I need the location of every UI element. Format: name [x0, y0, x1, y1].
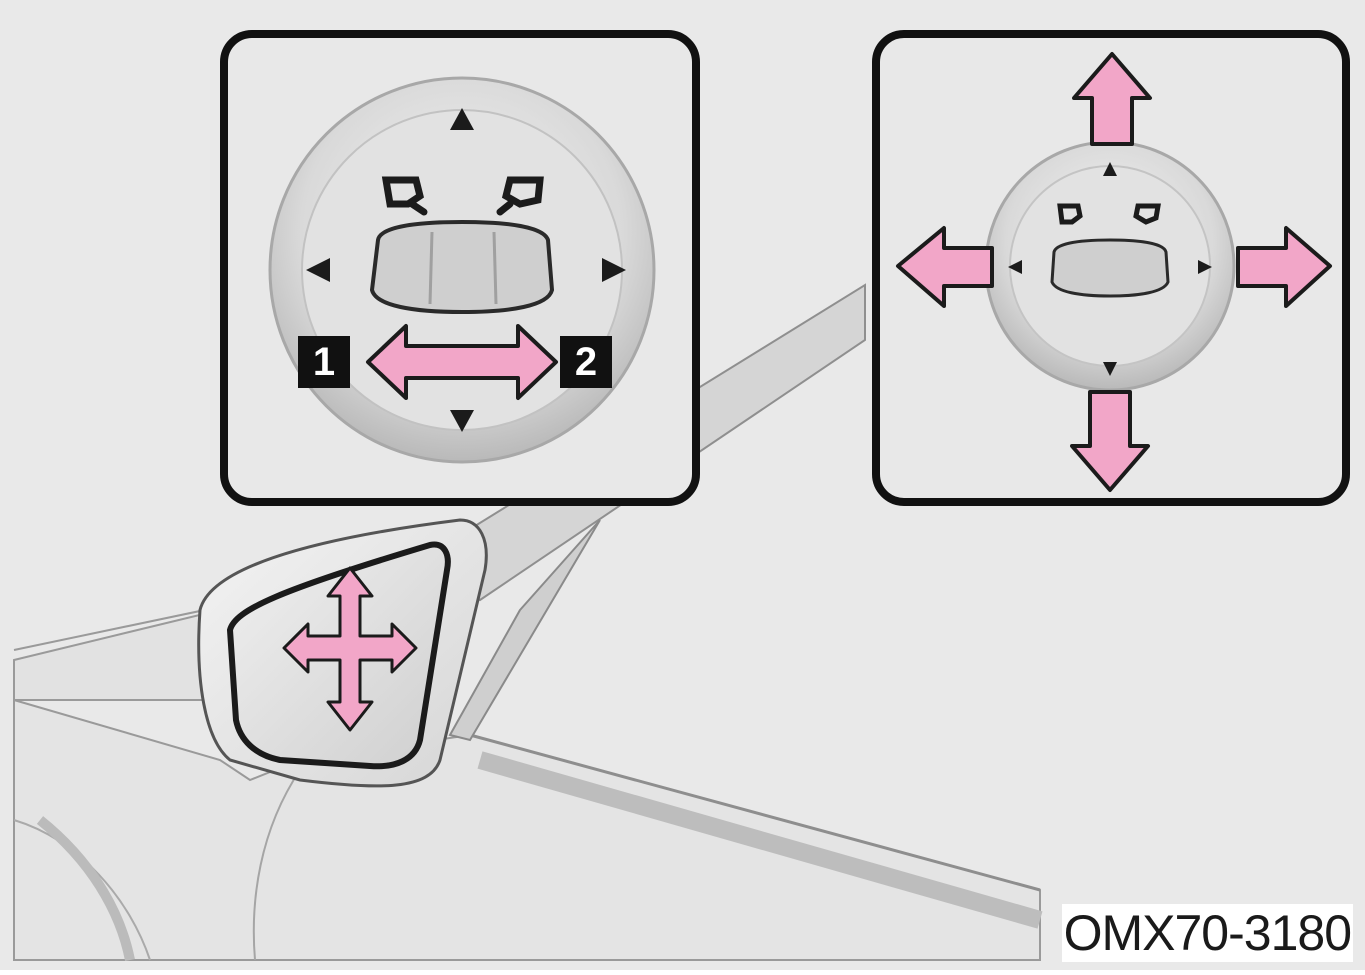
double-arrow-icon	[366, 324, 558, 400]
inset-direction-switch	[872, 30, 1350, 506]
arrow-left-icon	[896, 226, 994, 308]
figure-code: OMX70-3180	[1061, 904, 1353, 962]
callout-2: 2	[560, 336, 612, 388]
inset-selector-switch	[220, 30, 700, 506]
side-mirror	[197, 518, 488, 788]
right-mirror-icon	[496, 176, 544, 216]
small-up-triangle-icon	[450, 108, 474, 130]
four-way-arrow-icon	[282, 566, 418, 732]
small-down-triangle-icon	[450, 410, 474, 432]
small-right-triangle-icon	[602, 258, 626, 282]
left-mirror-icon	[381, 176, 428, 216]
arrow-down-icon	[1070, 390, 1150, 492]
small-left-triangle-icon	[306, 258, 330, 282]
callout-1: 1	[298, 336, 350, 388]
arrow-up-icon	[1072, 52, 1152, 146]
arrow-right-icon	[1236, 226, 1332, 308]
